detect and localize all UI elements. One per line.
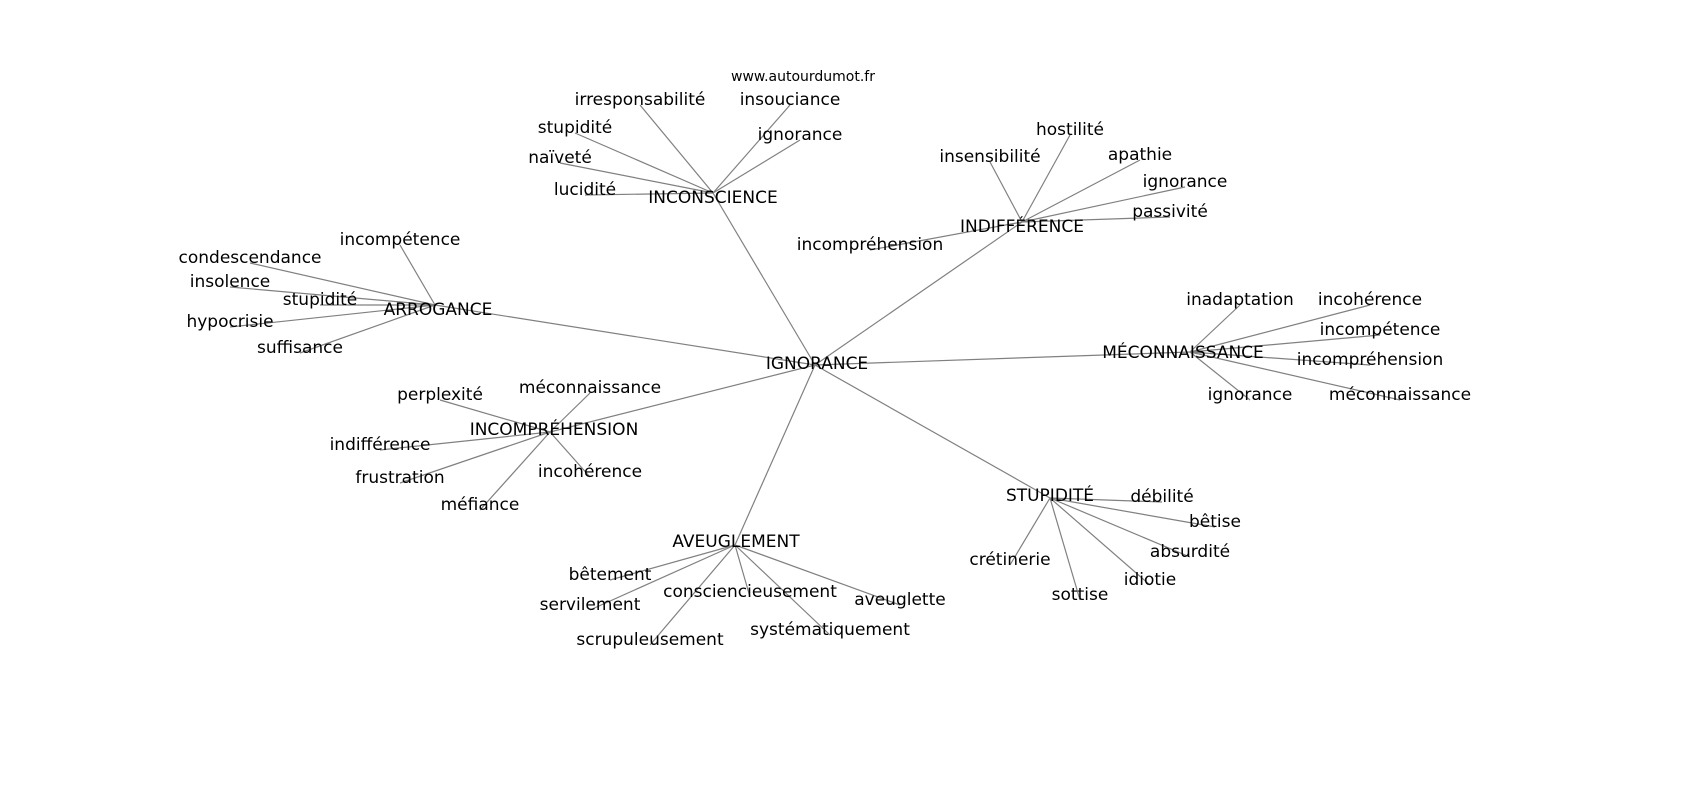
- hub-leaf-edge: [609, 544, 736, 581]
- hub-leaf-edge: [549, 431, 591, 478]
- center-hub-edge: [814, 351, 1191, 366]
- hub-leaf-edge: [379, 431, 551, 451]
- hub-node-label[interactable]: AVEUGLEMENT: [672, 532, 800, 552]
- hub-leaf-edge: [479, 431, 551, 511]
- leaf-node-label[interactable]: incompréhension: [1297, 350, 1443, 370]
- hub-leaf-edge: [1049, 497, 1216, 528]
- hub-leaf-edge: [734, 544, 901, 606]
- hub-node-label[interactable]: INDIFFÉRENCE: [960, 215, 1084, 237]
- hub-leaf-edge: [589, 544, 736, 611]
- hub-leaf-edge: [1189, 304, 1371, 353]
- center-hub-edge: [434, 304, 816, 366]
- leaf-node-label[interactable]: insouciance: [740, 90, 841, 110]
- leaf-node-label[interactable]: sottise: [1052, 585, 1109, 605]
- hub-leaf-edge: [1049, 497, 1191, 558]
- hub-node-label[interactable]: ARROGANCE: [384, 300, 493, 320]
- leaf-node-label[interactable]: ignorance: [1143, 172, 1228, 192]
- hub-leaf-edge: [734, 544, 831, 636]
- hub-leaf-edge: [399, 244, 436, 306]
- leaf-node-label[interactable]: incompétence: [340, 230, 461, 250]
- hub-node-label[interactable]: INCOMPRÉHENSION: [470, 418, 639, 440]
- leaf-node-label[interactable]: crétinerie: [969, 550, 1050, 570]
- hub-leaf-edge: [1021, 134, 1071, 223]
- leaf-node-label[interactable]: condescendance: [179, 248, 322, 268]
- hub-leaf-edge: [229, 286, 436, 306]
- hub-node-label[interactable]: STUPIDITÉ: [1006, 484, 1094, 506]
- hub-leaf-edge: [1189, 351, 1251, 401]
- hub-leaf-edge: [639, 104, 714, 194]
- hub-node-label[interactable]: INCONSCIENCE: [648, 188, 777, 208]
- leaf-node-label[interactable]: bêtise: [1189, 512, 1241, 532]
- leaf-node-label[interactable]: suffisance: [257, 338, 343, 358]
- leaf-node-label[interactable]: inadaptation: [1186, 290, 1294, 310]
- leaf-node-label[interactable]: hostilité: [1036, 120, 1104, 140]
- hub-leaf-edge: [1049, 497, 1081, 601]
- center-hub-edge: [734, 364, 816, 546]
- leaf-node-label[interactable]: stupidité: [538, 118, 612, 138]
- center-hub-edge: [549, 364, 816, 433]
- leaf-node-label[interactable]: incohérence: [538, 462, 642, 482]
- leaf-node-label[interactable]: irresponsabilité: [575, 90, 706, 110]
- hub-leaf-edge: [399, 431, 551, 484]
- leaf-node-label[interactable]: absurdité: [1150, 542, 1230, 562]
- leaf-node-label[interactable]: servilement: [540, 595, 641, 615]
- leaf-node-label[interactable]: idiotie: [1124, 570, 1177, 590]
- leaf-node-label[interactable]: systématiquement: [750, 620, 910, 640]
- hub-leaf-edge: [1189, 351, 1401, 401]
- hub-leaf-edge: [229, 304, 436, 328]
- hub-leaf-edge: [1189, 351, 1371, 366]
- leaf-node-label[interactable]: ignorance: [758, 125, 843, 145]
- hub-leaf-edge: [559, 162, 714, 194]
- leaf-node-label[interactable]: aveuglette: [854, 590, 945, 610]
- leaf-node-label[interactable]: méfiance: [441, 495, 520, 515]
- center-hub-edge: [712, 192, 816, 366]
- leaf-node-label[interactable]: débilité: [1130, 487, 1193, 507]
- hub-leaf-edge: [712, 139, 801, 194]
- leaf-node-label[interactable]: passivité: [1132, 202, 1208, 222]
- leaf-node-label[interactable]: lucidité: [554, 180, 616, 200]
- hub-leaf-edge: [1021, 159, 1141, 223]
- source-watermark: www.autourdumot.fr: [731, 69, 875, 85]
- hub-leaf-edge: [1049, 497, 1163, 503]
- hub-leaf-edge: [439, 399, 551, 433]
- leaf-node-label[interactable]: scrupuleusement: [576, 630, 724, 650]
- hub-leaf-edge: [299, 304, 436, 354]
- hub-leaf-edge: [1009, 497, 1051, 566]
- leaf-node-label[interactable]: indifférence: [330, 435, 431, 455]
- hub-leaf-edge: [574, 132, 714, 194]
- hub-leaf-edge: [1049, 497, 1151, 586]
- hub-leaf-edge: [734, 544, 751, 598]
- hub-leaf-edge: [1021, 216, 1171, 223]
- leaf-node-label[interactable]: perplexité: [397, 385, 483, 405]
- leaf-node-label[interactable]: bêtement: [569, 565, 652, 585]
- leaf-node-label[interactable]: incompréhension: [797, 235, 943, 255]
- leaf-node-label[interactable]: incompétence: [1320, 320, 1441, 340]
- center-node-label[interactable]: IGNORANCE: [766, 354, 868, 374]
- hub-leaf-edge: [989, 161, 1023, 223]
- leaf-node-label[interactable]: apathie: [1108, 145, 1172, 165]
- center-hub-edge: [814, 221, 1023, 366]
- leaf-node-label[interactable]: hypocrisie: [186, 312, 273, 332]
- center-hub-edge: [814, 364, 1051, 499]
- leaf-node-label[interactable]: méconnaissance: [1329, 385, 1471, 405]
- leaf-node-label[interactable]: frustration: [355, 468, 444, 488]
- hub-leaf-edge: [869, 221, 1023, 251]
- hub-leaf-edge: [1021, 186, 1186, 223]
- hub-leaf-edge: [584, 192, 714, 196]
- hub-leaf-edge: [1189, 334, 1381, 353]
- leaf-node-label[interactable]: ignorance: [1208, 385, 1293, 405]
- hub-leaf-edge: [1189, 304, 1241, 353]
- leaf-node-label[interactable]: insolence: [190, 272, 271, 292]
- leaf-node-label[interactable]: naïveté: [528, 148, 592, 168]
- leaf-node-label[interactable]: incohérence: [1318, 290, 1422, 310]
- hub-leaf-edge: [649, 544, 736, 646]
- leaf-node-label[interactable]: insensibilité: [939, 147, 1040, 167]
- leaf-node-label[interactable]: consciencieusement: [663, 582, 837, 602]
- hub-node-label[interactable]: MÉCONNAISSANCE: [1102, 341, 1264, 363]
- hub-leaf-edge: [549, 392, 591, 433]
- hub-leaf-edge: [712, 104, 791, 194]
- hub-leaf-edge: [249, 262, 436, 306]
- leaf-node-label[interactable]: stupidité: [283, 290, 357, 310]
- leaf-node-label[interactable]: méconnaissance: [519, 378, 661, 398]
